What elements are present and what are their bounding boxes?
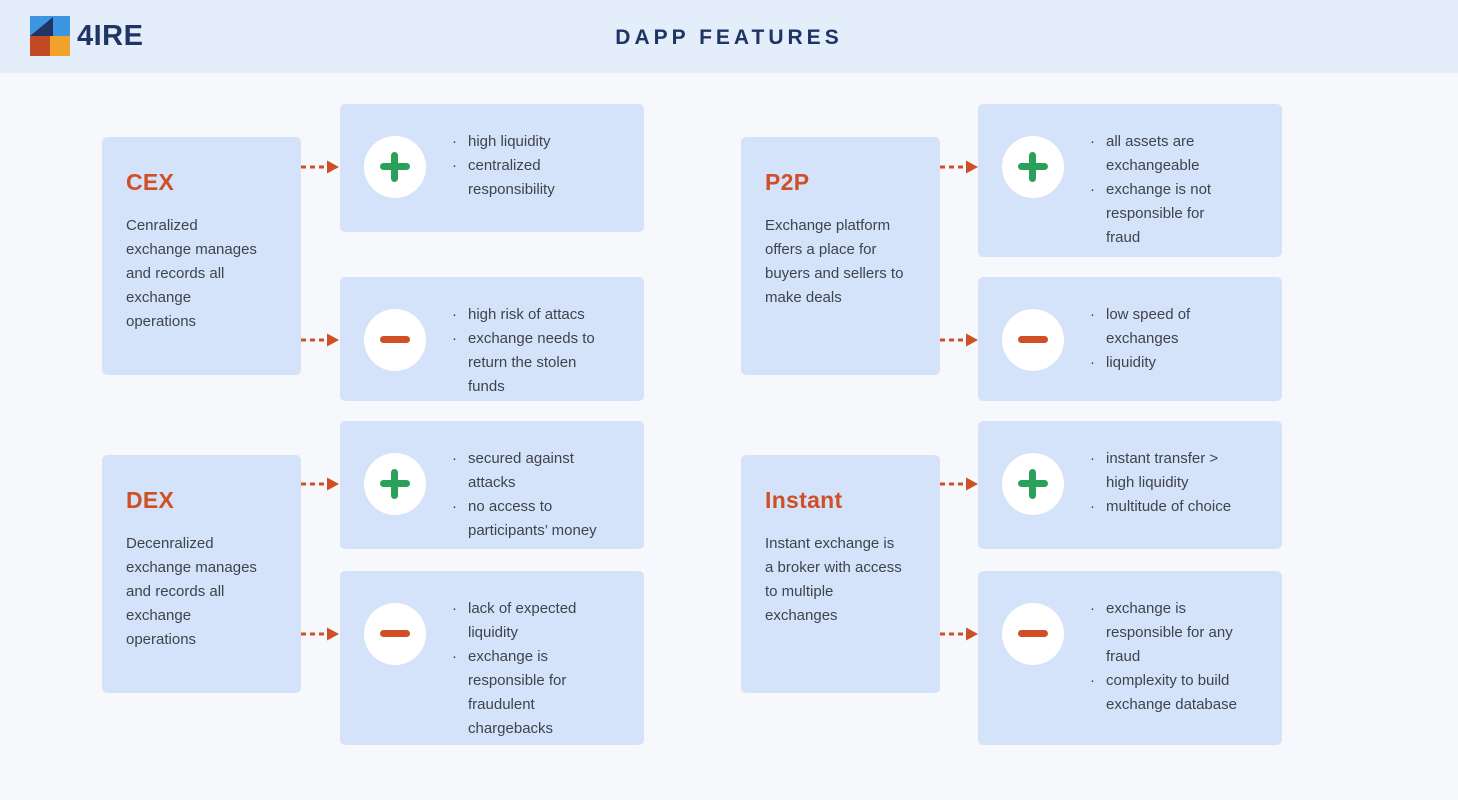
cons-card-p2p: · low speed of exchanges · liquidity	[978, 277, 1282, 401]
minus-icon	[1002, 603, 1064, 665]
bullet-dot: ·	[1090, 133, 1095, 150]
list-item-text: lack of expected liquidity	[468, 600, 577, 641]
arrow-right-icon	[301, 160, 339, 174]
list-item-text: high risk of attacs	[468, 306, 585, 323]
list-item-text: secured against attacks	[468, 450, 574, 491]
arrow-right-icon	[940, 160, 978, 174]
bullet-dot: ·	[452, 648, 457, 665]
list-item-text: low speed of exchanges	[1106, 306, 1191, 347]
header: 4IRE DAPP FEATURES	[0, 0, 1458, 73]
type-description: Exchange platform offers a place for buy…	[765, 217, 904, 306]
plus-icon	[364, 136, 426, 198]
pros-card-instant: · instant transfer > high liquidity · mult…	[978, 421, 1282, 549]
cons-card-dex: · lack of expected liquidity · exchange is…	[340, 571, 644, 745]
bullet-dot: ·	[452, 157, 457, 174]
minus-icon	[1002, 309, 1064, 371]
type-card-cex: CEX Cenralized exchange manages and reco…	[102, 137, 301, 375]
type-card-p2p: P2P Exchange platform offers a place for…	[741, 137, 940, 375]
arrow-right-icon	[301, 333, 339, 347]
bullet-dot: ·	[1090, 672, 1095, 689]
bullet-dot: ·	[452, 306, 457, 323]
list-item-text: multitude of choice	[1106, 498, 1232, 515]
type-card-dex: DEX Decenralized exchange manages and re…	[102, 455, 301, 693]
arrow-right-icon	[940, 333, 978, 347]
list-item-text: liquidity	[1106, 354, 1157, 371]
cons-list: · low speed of exchanges · liquidity	[1090, 303, 1238, 375]
list-item: · low speed of exchanges	[1090, 303, 1238, 351]
arrow-right-icon	[940, 627, 978, 641]
list-item: · exchange needs to return the stolen fun…	[452, 327, 600, 399]
bullet-dot: ·	[1090, 181, 1095, 198]
cons-list: · high risk of attacs · exchange needs to …	[452, 303, 600, 399]
pros-card-cex: · high liquidity · centralized responsibil…	[340, 104, 644, 232]
logo: 4IRE	[30, 16, 143, 56]
type-title: CEX	[126, 169, 175, 195]
list-item-text: instant transfer > high liquidity	[1106, 450, 1219, 491]
bullet-dot: ·	[452, 600, 457, 617]
arrow-right-icon	[301, 627, 339, 641]
cons-list: · lack of expected liquidity · exchange is…	[452, 597, 600, 741]
list-item: · lack of expected liquidity	[452, 597, 600, 645]
pros-list: · secured against attacks · no access to p…	[452, 447, 600, 543]
type-description: Instant exchange is a broker with access…	[765, 535, 902, 624]
type-title: P2P	[765, 169, 810, 195]
plus-icon	[1002, 136, 1064, 198]
list-item-text: high liquidity	[468, 133, 551, 150]
logo-icon	[30, 16, 70, 56]
list-item-text: exchange needs to return the stolen fund…	[468, 330, 595, 395]
type-title: Instant	[765, 487, 843, 513]
bullet-dot: ·	[1090, 450, 1095, 467]
pros-list: · high liquidity · centralized responsibil…	[452, 130, 600, 202]
list-item: · exchange is responsible for any fraud	[1090, 597, 1238, 669]
list-item: · instant transfer > high liquidity	[1090, 447, 1238, 495]
list-item: · secured against attacks	[452, 447, 600, 495]
logo-text: 4IRE	[77, 19, 144, 52]
list-item: · liquidity	[1090, 351, 1238, 375]
list-item: · high liquidity	[452, 130, 600, 154]
plus-icon	[1002, 453, 1064, 515]
arrow-right-icon	[301, 477, 339, 491]
bullet-dot: ·	[452, 498, 457, 515]
list-item: · exchange is not responsible for fraud	[1090, 178, 1238, 250]
list-item-text: exchange is responsible for any fraud	[1106, 600, 1233, 665]
list-item: · high risk of attacs	[452, 303, 600, 327]
bullet-dot: ·	[1090, 600, 1095, 617]
minus-icon	[364, 603, 426, 665]
list-item-text: all assets are exchangeable	[1106, 133, 1200, 174]
list-item: · all assets are exchangeable	[1090, 130, 1238, 178]
list-item-text: exchange is not responsible for fraud	[1106, 181, 1212, 246]
list-item-text: exchange is responsible for fraudulent c…	[468, 648, 567, 737]
cons-card-instant: · exchange is responsible for any fraud ·…	[978, 571, 1282, 745]
pros-card-dex: · secured against attacks · no access to p…	[340, 421, 644, 549]
cons-list: · exchange is responsible for any fraud ·…	[1090, 597, 1238, 717]
plus-icon	[364, 453, 426, 515]
bullet-dot: ·	[1090, 306, 1095, 323]
bullet-dot: ·	[452, 133, 457, 150]
type-card-instant: Instant Instant exchange is a broker wit…	[741, 455, 940, 693]
type-description: Cenralized exchange manages and records …	[126, 217, 257, 330]
pros-card-p2p: · all assets are exchangeable · exchange i…	[978, 104, 1282, 257]
bullet-dot: ·	[1090, 498, 1095, 515]
bullet-dot: ·	[1090, 354, 1095, 371]
minus-icon	[364, 309, 426, 371]
bullet-dot: ·	[452, 450, 457, 467]
pros-list: · all assets are exchangeable · exchange i…	[1090, 130, 1238, 250]
list-item: · complexity to build exchange database	[1090, 669, 1238, 717]
list-item: · exchange is responsible for fraudulent …	[452, 645, 600, 741]
list-item: · centralized responsibility	[452, 154, 600, 202]
list-item-text: centralized responsibility	[468, 157, 555, 198]
list-item-text: complexity to build exchange database	[1106, 672, 1237, 713]
type-description: Decenralized exchange manages and record…	[126, 535, 257, 648]
cons-card-cex: · high risk of attacs · exchange needs to …	[340, 277, 644, 401]
list-item: · no access to participants’ money	[452, 495, 600, 543]
pros-list: · instant transfer > high liquidity · mult…	[1090, 447, 1238, 519]
page-title: DAPP FEATURES	[615, 26, 843, 49]
type-title: DEX	[126, 487, 175, 513]
list-item-text: no access to participants’ money	[468, 498, 597, 539]
arrow-right-icon	[940, 477, 978, 491]
bullet-dot: ·	[452, 330, 457, 347]
list-item: · multitude of choice	[1090, 495, 1238, 519]
